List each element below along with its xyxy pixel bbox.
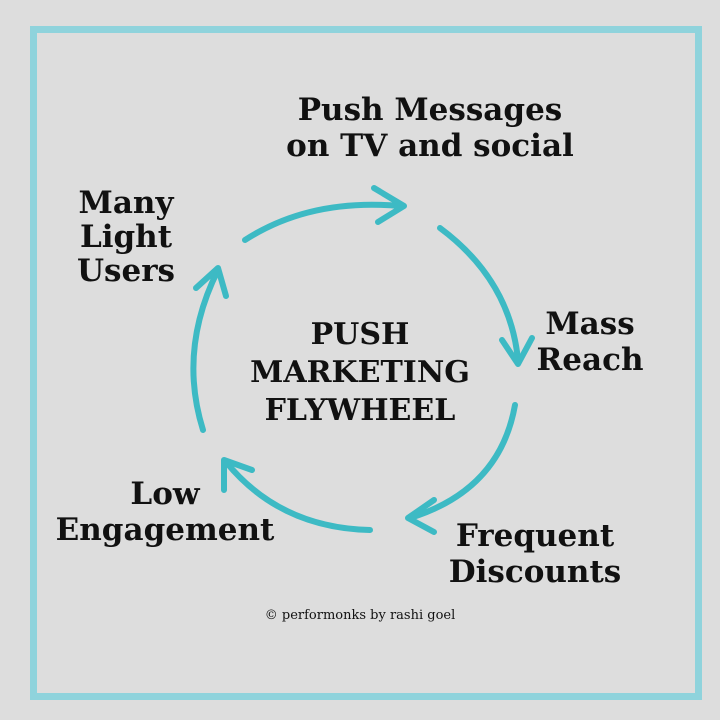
node-mass-reach: Mass Reach xyxy=(530,306,650,378)
node-frequent-discounts-line2: Discounts xyxy=(448,554,622,590)
frame-border xyxy=(30,26,702,700)
node-frequent-discounts: Frequent Discounts xyxy=(440,518,630,590)
arrow-bottom-right xyxy=(405,402,518,535)
copyright-footer: © performonks by rashi goel xyxy=(264,608,456,623)
arrow-right xyxy=(437,225,535,367)
node-frequent-discounts-line1: Frequent xyxy=(455,518,615,554)
node-many-light-users-line2: Light xyxy=(79,219,173,255)
arrow-bottom xyxy=(221,457,373,533)
node-push-messages: Push Messages on TV and social xyxy=(250,92,610,164)
center-title-line3: FLYWHEEL xyxy=(264,393,456,428)
node-mass-reach-line2: Reach xyxy=(536,342,644,378)
node-push-messages-line2: on TV and social xyxy=(286,128,574,164)
center-title-line2: MARKETING xyxy=(250,355,470,390)
arrow-top xyxy=(242,185,407,243)
node-low-engagement-line1: Low xyxy=(130,476,200,512)
center-title-line1: PUSH xyxy=(310,317,410,352)
center-title: PUSH MARKETING FLYWHEEL xyxy=(220,316,500,430)
arrow-left xyxy=(190,265,229,433)
node-many-light-users: Many Light Users xyxy=(66,186,186,288)
node-push-messages-line1: Push Messages xyxy=(297,92,563,128)
node-mass-reach-line1: Mass xyxy=(545,306,635,342)
node-low-engagement: Low Engagement xyxy=(55,476,275,548)
node-many-light-users-line1: Many xyxy=(78,185,174,221)
node-low-engagement-line2: Engagement xyxy=(55,512,275,548)
node-many-light-users-line3: Users xyxy=(77,253,175,289)
